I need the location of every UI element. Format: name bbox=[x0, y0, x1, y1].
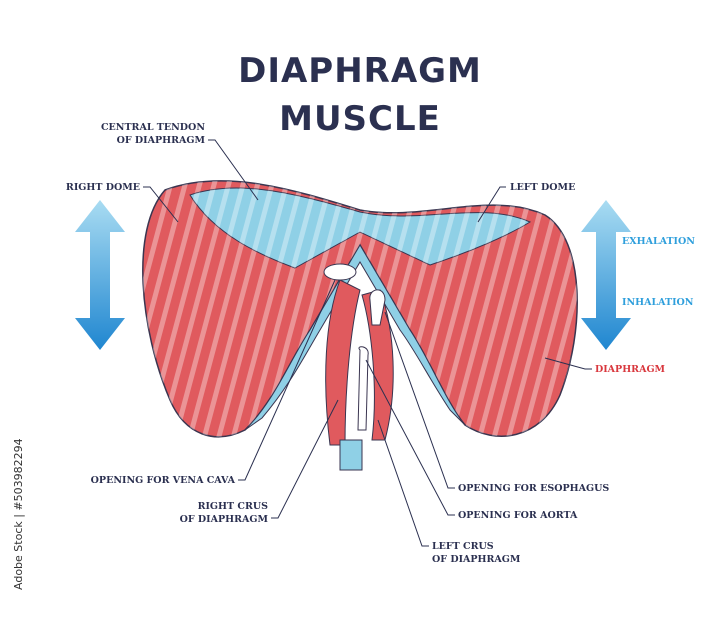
right-double-arrow-icon bbox=[581, 200, 631, 350]
label-left-crus-1: LEFT CRUS bbox=[432, 541, 494, 552]
label-esophagus: OPENING FOR ESOPHAGUS bbox=[458, 483, 609, 494]
vena-cava-opening bbox=[323, 263, 357, 281]
label-right-dome: RIGHT DOME bbox=[66, 182, 140, 193]
label-right-crus-1: RIGHT CRUS bbox=[198, 501, 269, 512]
title-line2: MUSCLE bbox=[279, 99, 441, 139]
left-double-arrow-icon bbox=[75, 200, 125, 350]
label-exhalation: EXHALATION bbox=[622, 236, 695, 247]
label-central-tendon-2: OF DIAPHRAGM bbox=[117, 135, 206, 146]
label-inhalation: INHALATION bbox=[622, 297, 694, 308]
aorta-opening bbox=[357, 346, 369, 431]
label-vena-cava: OPENING FOR VENA CAVA bbox=[91, 475, 236, 486]
label-aorta: OPENING FOR AORTA bbox=[458, 510, 578, 521]
label-left-dome: LEFT DOME bbox=[510, 182, 575, 193]
label-central-tendon-1: CENTRAL TENDON bbox=[101, 122, 205, 133]
title-line1: DIAPHRAGM bbox=[238, 51, 482, 91]
label-right-crus-2: OF DIAPHRAGM bbox=[180, 514, 269, 525]
watermark: Adobe Stock | #503982294 bbox=[12, 438, 25, 590]
label-diaphragm: DIAPHRAGM bbox=[595, 364, 666, 375]
esophagus-opening bbox=[369, 289, 386, 326]
label-left-crus-2: OF DIAPHRAGM bbox=[432, 554, 521, 565]
left-crus bbox=[361, 289, 394, 441]
